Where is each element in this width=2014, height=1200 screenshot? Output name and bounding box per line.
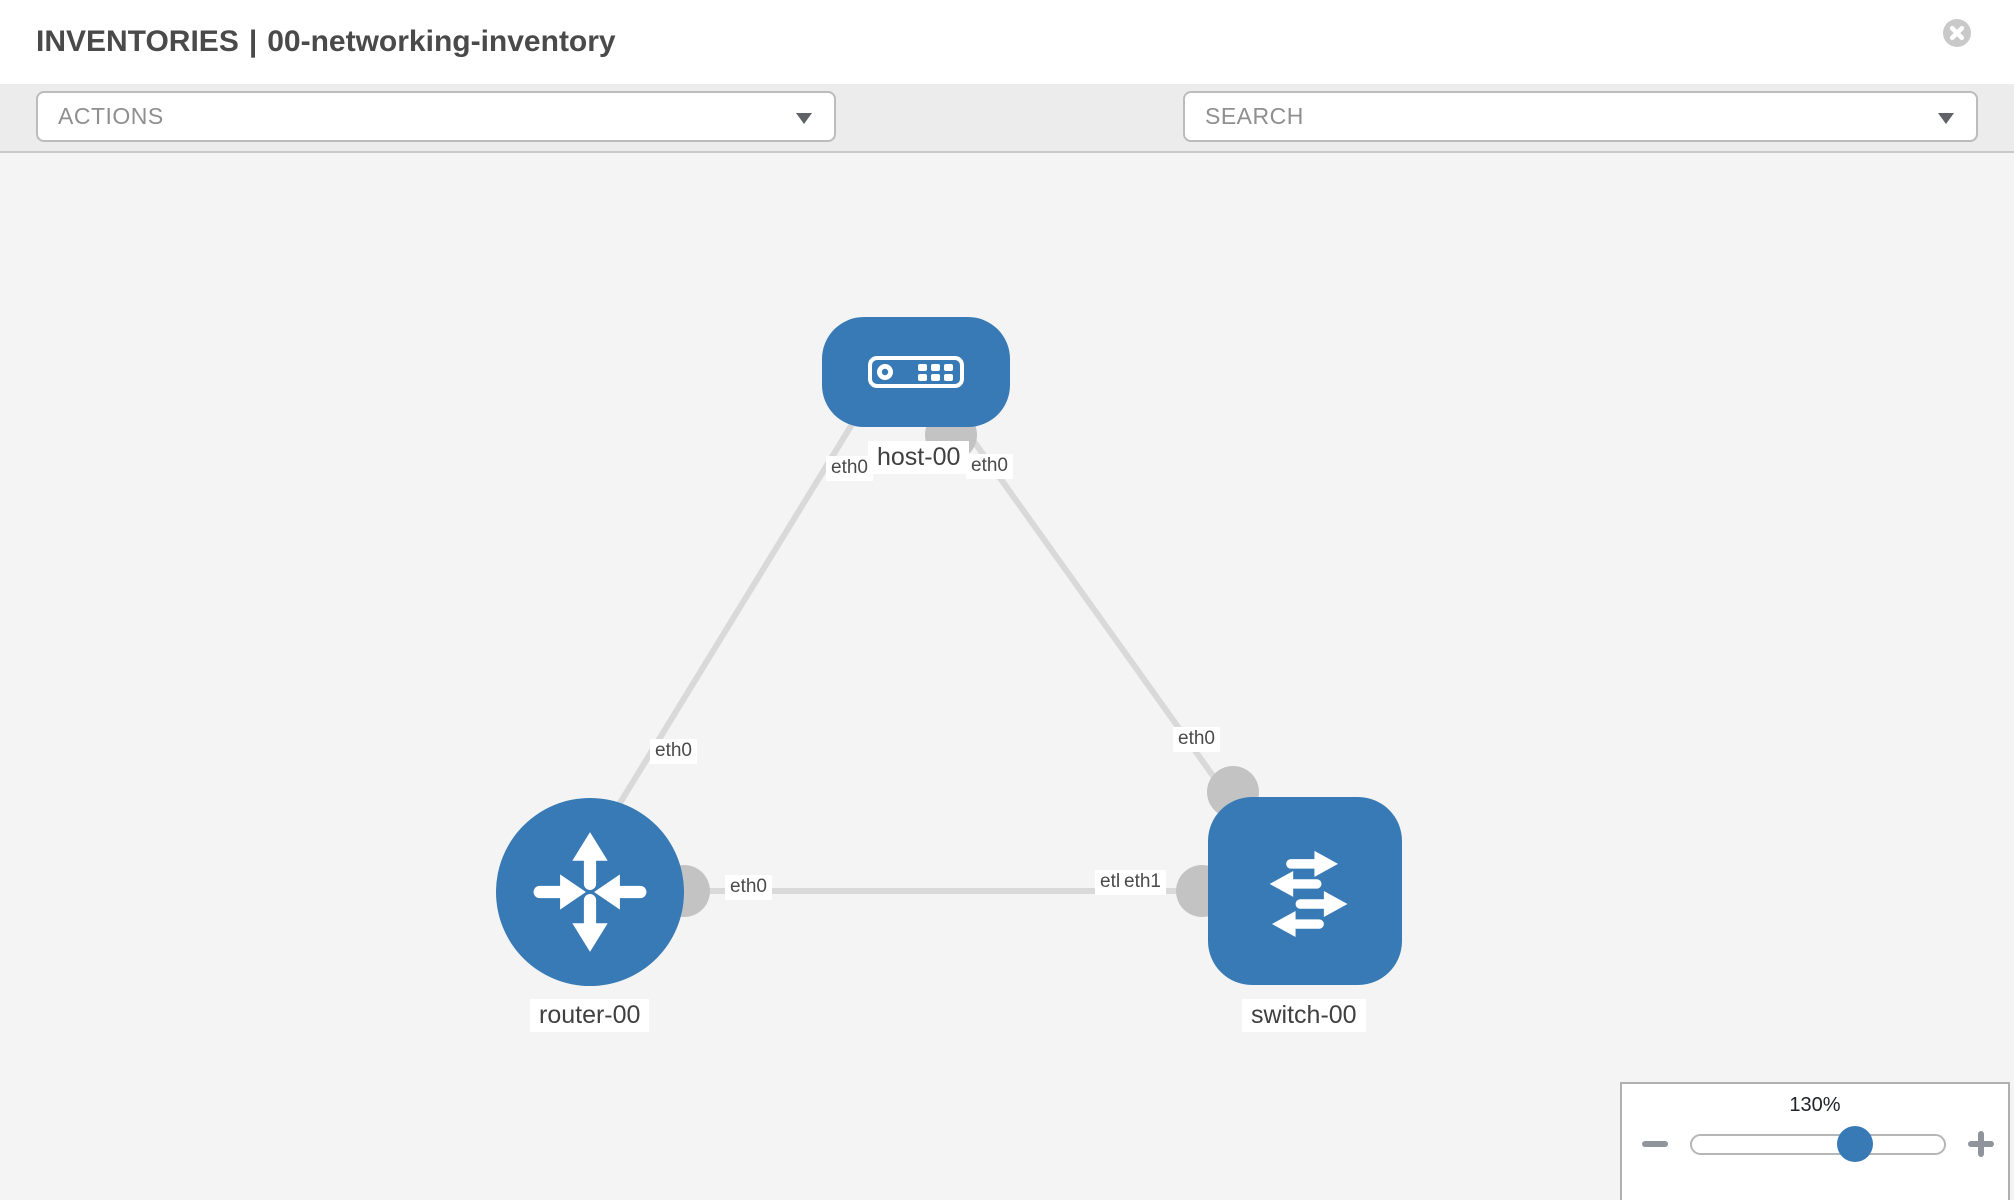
switch-icon [1269, 850, 1348, 938]
zoom-slider-track[interactable] [1690, 1126, 1946, 1162]
actions-dropdown[interactable]: ACTIONS [36, 91, 836, 142]
node-switch-00[interactable] [1208, 797, 1402, 985]
server-icon [868, 356, 964, 388]
page-title-inventory-name: 00-networking-inventory [267, 25, 616, 58]
node-label-switch: switch-00 [1242, 999, 1366, 1032]
close-icon [1943, 19, 1971, 47]
zoom-slider-thumb[interactable] [1836, 1126, 1873, 1162]
interface-label: eth0 [650, 739, 697, 764]
search-dropdown[interactable]: SEARCH [1183, 91, 1978, 142]
zoom-in-button[interactable] [1968, 1131, 1994, 1157]
interface-label: eth0 [725, 875, 772, 900]
interface-label: eth1 [1119, 870, 1166, 895]
page-title-separator: | [248, 25, 258, 58]
chevron-down-icon [796, 113, 812, 124]
page-title-section: INVENTORIES [36, 25, 239, 58]
header: INVENTORIES | 00-networking-inventory [0, 0, 2014, 84]
links-layer [579, 406, 1305, 917]
link-host-router [579, 406, 865, 867]
page-title: INVENTORIES | 00-networking-inventory [36, 0, 616, 84]
interface-label: eth0 [1173, 727, 1220, 752]
search-dropdown-placeholder: SEARCH [1205, 103, 1304, 129]
zoom-level: 130% [1789, 1094, 1841, 1116]
chevron-down-icon [1938, 113, 1954, 124]
zoom-slider-row [1622, 1117, 2008, 1162]
zoom-panel: 130% [1620, 1082, 2010, 1200]
toolbar: ACTIONS SEARCH [0, 84, 2014, 217]
node-router-00[interactable] [496, 798, 684, 986]
router-icon [533, 832, 647, 952]
node-host-00[interactable] [822, 317, 1010, 427]
interface-label: eth0 [966, 454, 1013, 479]
zoom-out-button[interactable] [1642, 1141, 1668, 1147]
node-label-host: host-00 [868, 441, 970, 474]
interface-label: eth0 [826, 456, 873, 481]
close-button[interactable] [1942, 18, 1972, 48]
topology-canvas[interactable]: eth0 eth0 eth0 eth0 eth0 eth0 eth1 host-… [0, 153, 2014, 1200]
interface-label-overlap-group: eth0 eth1 [1095, 870, 1173, 898]
actions-dropdown-label: ACTIONS [58, 103, 164, 129]
node-label-router: router-00 [530, 999, 650, 1032]
